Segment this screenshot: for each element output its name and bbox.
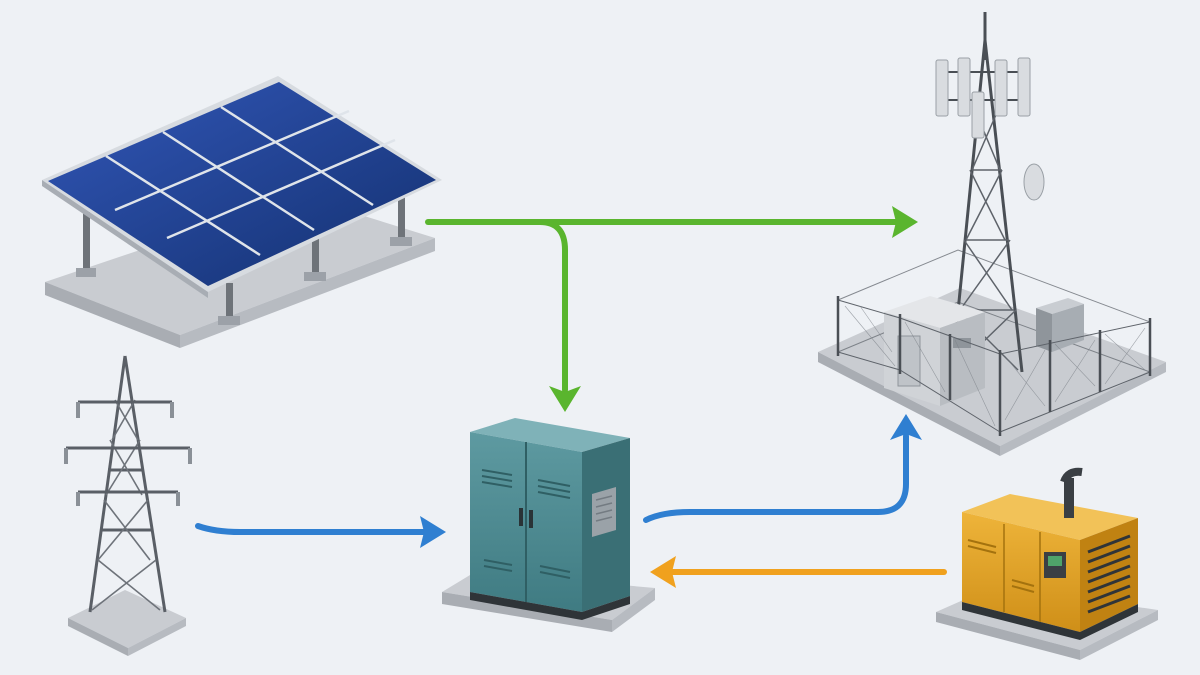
arrowhead-grid-to-cabinet [420, 516, 446, 548]
flow-arrow-solar-to-cabinet [537, 219, 568, 393]
arrowhead-generator-to-cabinet [650, 556, 676, 588]
battery-cabinet-icon [442, 418, 655, 632]
flow-arrows [195, 206, 947, 588]
arrowhead-cabinet-to-telecom [890, 414, 922, 440]
telecom-tower-site-icon [818, 12, 1166, 456]
arrowhead-solar-to-cabinet [549, 386, 581, 412]
transmission-tower-icon [64, 355, 192, 656]
solar-panel-array-icon [42, 76, 442, 348]
diesel-generator-icon [936, 467, 1158, 660]
flow-arrow-grid-to-cabinet [195, 523, 427, 535]
arrowhead-solar-to-telecom [892, 206, 918, 238]
flow-arrow-cabinet-to-telecom [643, 433, 909, 523]
